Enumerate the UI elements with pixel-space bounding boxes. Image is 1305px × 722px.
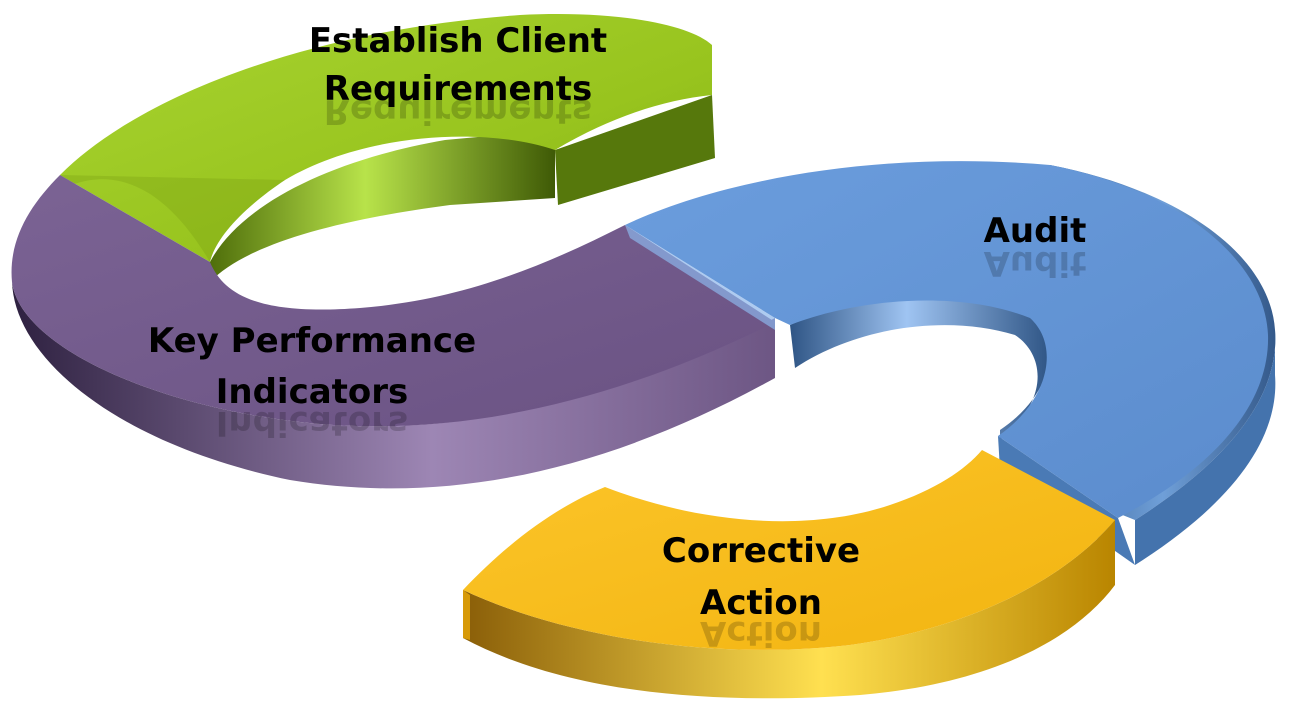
reflection-audit: Audit (984, 243, 1087, 283)
label-audit: Audit (984, 211, 1087, 251)
label-establish-client-requirements-line2: Requirements (324, 69, 592, 109)
label-key-performance-indicators-line1: Key Performance (148, 321, 476, 361)
label-key-performance-indicators-line2: Indicators (216, 372, 409, 412)
segment-establish-client-requirements (60, 14, 715, 282)
reflection-establish-client-requirements: Requirements (324, 91, 592, 131)
segment-audit (625, 161, 1276, 565)
label-establish-client-requirements-line1: Establish Client (309, 21, 607, 61)
segment-corrective-action (463, 450, 1115, 699)
label-corrective-action-line1: Corrective (662, 531, 860, 571)
reflection-corrective-action: Action (700, 613, 822, 653)
reflection-key-performance-indicators: Indicators (216, 403, 409, 443)
label-corrective-action-line2: Action (700, 583, 822, 623)
segment-key-performance-indicators (11, 175, 776, 489)
